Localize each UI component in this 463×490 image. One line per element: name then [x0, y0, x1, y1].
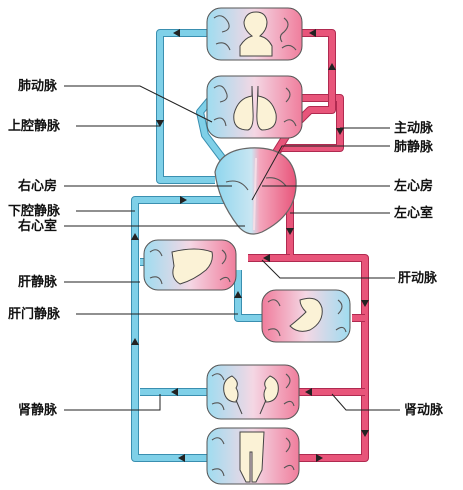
- label-pulmonary-vein: 肺静脉: [394, 139, 434, 155]
- left-kidney-icon: [223, 375, 239, 403]
- right-kidney-icon: [263, 375, 279, 403]
- gut-capillary-bed: [261, 289, 351, 343]
- liver-icon: [171, 248, 213, 285]
- stomach-icon: [289, 297, 323, 332]
- right-labels: 主动脉 肺静脉 左心房 左心室 肝动脉 肾动脉: [394, 120, 444, 418]
- label-aorta: 主动脉: [394, 120, 434, 136]
- leader-lines: [64, 85, 400, 411]
- right-lung-icon: [256, 85, 277, 131]
- left-labels: 肺动脉 上腔静脉 右心房 下腔静脉 右心室 肝静脉 肝门静脉 肾静脉: [8, 78, 61, 418]
- label-left-atrium: 左心房: [394, 178, 433, 194]
- label-right-atrium: 右心房: [17, 178, 57, 194]
- label-pulmonary-artery: 肺动脉: [18, 78, 58, 94]
- head-icon: [239, 11, 273, 57]
- flow-arrows: [131, 29, 369, 462]
- label-renal-vein: 肾静脉: [18, 402, 58, 418]
- label-left-ventricle: 左心室: [394, 205, 433, 221]
- label-inferior-vena-cava: 下腔静脉: [8, 203, 61, 219]
- label-right-ventricle: 右心室: [17, 218, 57, 234]
- legs-icon: [239, 431, 265, 483]
- label-hepatic-vein: 肝静脉: [18, 274, 58, 290]
- kidney-capillary-bed: [206, 364, 300, 420]
- label-renal-artery: 肾动脉: [404, 402, 444, 418]
- head-capillary-bed: [206, 7, 303, 61]
- liver-capillary-bed: [143, 239, 237, 291]
- heart: [214, 147, 297, 235]
- left-lung-icon: [233, 85, 254, 131]
- label-superior-vena-cava: 上腔静脉: [8, 118, 61, 134]
- lungs-capillary-bed: [206, 75, 303, 139]
- label-portal-vein: 肝门静脉: [8, 306, 61, 322]
- legs-capillary-bed: [206, 427, 300, 485]
- label-hepatic-artery: 肝动脉: [398, 270, 438, 286]
